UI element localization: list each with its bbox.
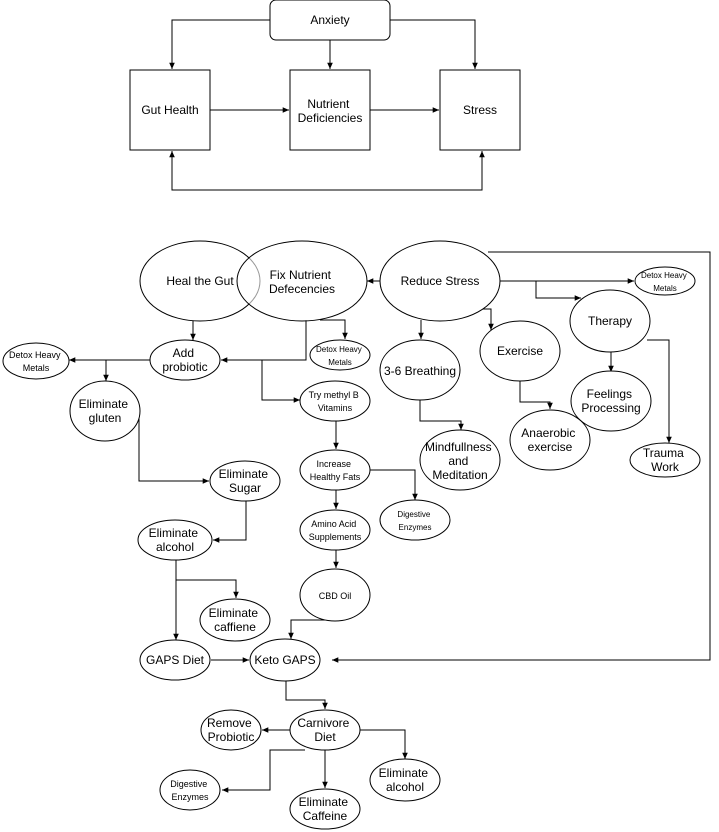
fix-nutrient-label: Fix Nutrient Defecencies [269, 268, 335, 296]
therapy-node: Therapy [569, 289, 651, 353]
eliminate-caffeine-bottom-node: Eliminate Caffeine [289, 788, 361, 830]
eliminate-alcohol-bottom-node: Eliminate alcohol [369, 758, 441, 802]
gaps-diet-label: GAPS Diet [146, 653, 205, 667]
eliminate-gluten-node: Eliminate gluten [69, 380, 141, 442]
eliminate-alcohol-left-label: Eliminate alcohol [149, 526, 202, 554]
mindfulness-label: Mindfullness and Meditation [425, 440, 495, 482]
reduce-stress-node: Reduce Stress [379, 240, 501, 322]
detox-heavy-metals-left-node: Detox Heavy Metals [2, 342, 70, 380]
edge-sugar-alcohol [213, 501, 247, 543]
edge-fix-methylb [261, 360, 300, 403]
edge-alcohol-caffiene [176, 579, 239, 598]
nutrient-deficiencies-node: Nutrient Deficiencies [289, 69, 371, 151]
detox-heavy-metals-left-label: Detox Heavy Metals [9, 350, 63, 373]
edge-reduce-therapy [535, 281, 581, 301]
anaerobic-exercise-label: Anaerobic exercise [521, 426, 578, 454]
eliminate-sugar-node: Eliminate Sugar [209, 460, 281, 502]
increase-healthy-fats-label: Increase Healthy Fats [310, 459, 361, 482]
edge-therapy-trauma [647, 339, 672, 443]
carnivore-diet-node: Carnivore Diet [289, 709, 361, 751]
bottom-edges [69, 251, 711, 793]
eliminate-sugar-label: Eliminate Sugar [219, 467, 272, 495]
amino-acid-label: Amino Acid Supplements [309, 519, 362, 542]
edge-fix-detox-mid [320, 319, 348, 339]
edge-gluten-sugar [138, 411, 209, 484]
remove-probiotic-node: Remove Probiotic [200, 709, 262, 751]
feelings-processing-node: Feelings Processing [570, 370, 652, 432]
cbd-oil-node: CBD Oil [299, 568, 371, 622]
try-methyl-b-label: Try methyl B Vitamins [309, 390, 362, 413]
gut-health-node: Gut Health [129, 69, 211, 151]
breathing-node: 3-6 Breathing [379, 339, 461, 401]
detox-heavy-metals-mid-label: Detox Heavy Metals [316, 345, 364, 367]
edge-keto-carnivore [285, 681, 328, 709]
edge-breathing-mindfulness [419, 400, 464, 430]
eliminate-caffiene-node: Eliminate caffiene [199, 598, 271, 642]
keto-gaps-node: Keto GAPS [249, 638, 321, 682]
anaerobic-exercise-node: Anaerobic exercise [509, 409, 591, 471]
keto-gaps-label: Keto GAPS [254, 653, 315, 667]
exercise-label: Exercise [497, 344, 543, 358]
detox-heavy-metals-right-label: Detox Heavy Metals [641, 271, 689, 293]
carnivore-diet-label: Carnivore Diet [297, 716, 352, 744]
digestive-enzymes-mid-node: Digestive Enzymes [379, 499, 451, 541]
edge-gut-stress-loop [169, 151, 485, 191]
eliminate-gluten-label: Eliminate gluten [79, 397, 132, 425]
digestive-enzymes-bottom-label: Digestive Enzymes [170, 779, 210, 802]
edge-anxiety-gut [169, 19, 270, 69]
edge-fix-probiotic [221, 320, 307, 363]
detox-heavy-metals-right-node: Detox Heavy Metals [634, 266, 696, 296]
heal-the-gut-node: Heal the Gut [139, 240, 261, 322]
reduce-stress-label: Reduce Stress [401, 274, 480, 288]
anxiety-node: Anxiety [269, 0, 391, 41]
amino-acid-node: Amino Acid Supplements [299, 509, 371, 551]
digestive-enzymes-bottom-node: Digestive Enzymes [159, 769, 221, 811]
top-edges [169, 19, 485, 191]
edge-cbd-keto [288, 619, 336, 639]
therapy-label: Therapy [588, 314, 632, 328]
edge-anxiety-stress [390, 19, 478, 69]
edge-carnivore-alcohol [360, 729, 408, 759]
try-methyl-b-node: Try methyl B Vitamins [299, 380, 371, 422]
exercise-node: Exercise [479, 320, 561, 382]
edge-exercise-anaerobic [519, 381, 553, 409]
digestive-enzymes-mid-label: Digestive Enzymes [397, 510, 432, 532]
eliminate-alcohol-left-node: Eliminate alcohol [137, 519, 213, 561]
mindfulness-node: Mindfullness and Meditation [419, 429, 501, 491]
increase-healthy-fats-node: Increase Healthy Fats [299, 449, 371, 491]
edge-fats-enzymes [370, 469, 418, 500]
gut-health-label: Gut Health [141, 103, 198, 117]
eliminate-caffeine-bottom-label: Eliminate Caffeine [299, 795, 352, 823]
edge-reduce-exercise [481, 308, 494, 330]
stress-label: Stress [463, 103, 497, 117]
fix-nutrient-node: Fix Nutrient Defecencies [236, 240, 368, 322]
eliminate-caffiene-label: Eliminate caffiene [209, 606, 262, 634]
eliminate-alcohol-bottom-label: Eliminate alcohol [379, 766, 432, 794]
heal-the-gut-label: Heal the Gut [166, 274, 234, 288]
cbd-oil-label: CBD Oil [319, 591, 352, 601]
add-probiotic-label: Add probiotic [162, 346, 207, 374]
edge-reduce-keto [332, 251, 711, 663]
trauma-work-label: Trauma Work [643, 446, 687, 474]
feelings-processing-label: Feelings Processing [581, 387, 640, 415]
add-probiotic-node: Add probiotic [149, 339, 221, 381]
detox-heavy-metals-mid-node: Detox Heavy Metals [309, 339, 371, 371]
breathing-label: 3-6 Breathing [384, 364, 456, 378]
nutrient-deficiencies-label: Nutrient Deficiencies [298, 97, 363, 125]
anxiety-label: Anxiety [310, 13, 349, 27]
edge-carnivore-enzymes [222, 749, 305, 793]
remove-probiotic-label: Remove Probiotic [207, 716, 255, 744]
stress-node: Stress [439, 69, 521, 151]
trauma-work-node: Trauma Work [629, 442, 701, 478]
gaps-diet-node: GAPS Diet [139, 639, 211, 681]
